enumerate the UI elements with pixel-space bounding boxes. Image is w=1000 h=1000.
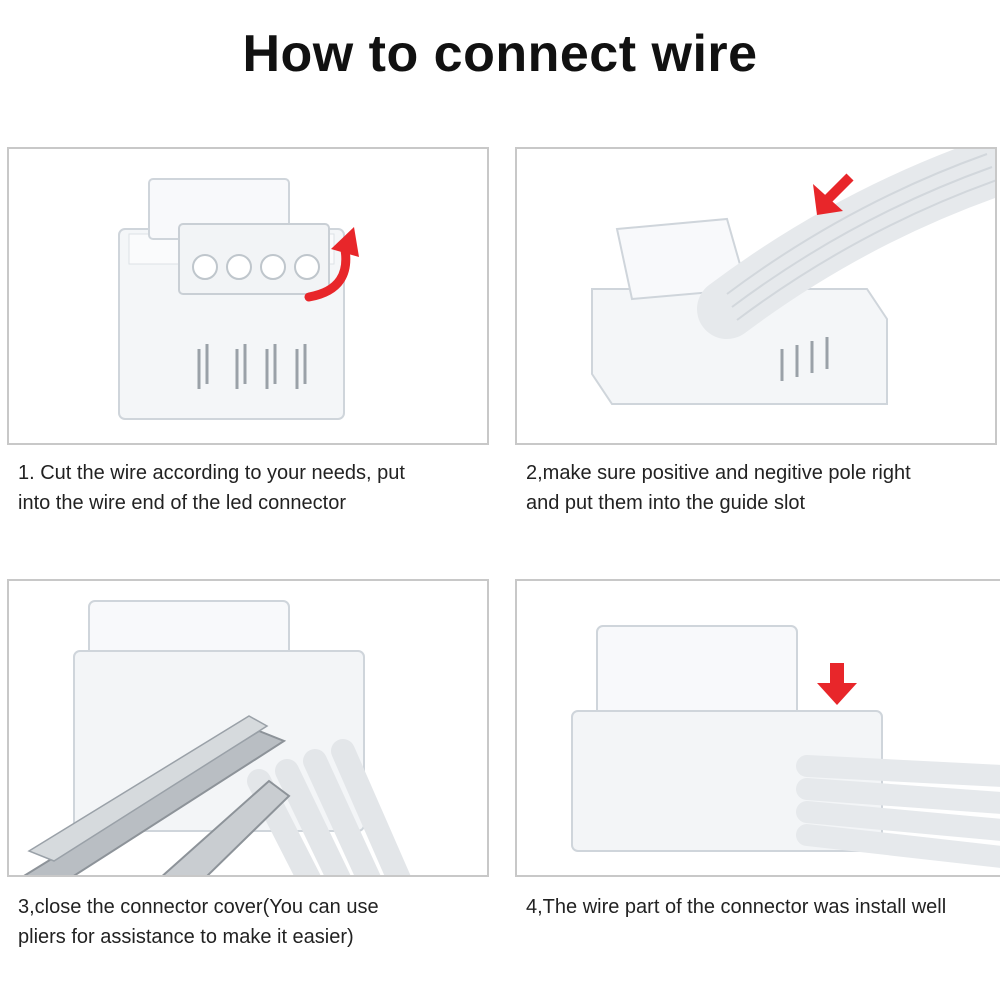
step-1-caption: 1. Cut the wire according to your needs,… <box>18 458 405 518</box>
step-3-line-1: 3,close the connector cover(You can use <box>18 896 379 918</box>
step-4-caption: 4,The wire part of the connector was ins… <box>526 892 946 922</box>
step-2-caption: 2,make sure positive and negitive pole r… <box>526 458 911 518</box>
step-3-line-2: pliers for assistance to make it easier) <box>18 926 354 948</box>
step-2-line-2: and put them into the guide slot <box>526 492 806 514</box>
step-2-line-1: 2,make sure positive and negitive pole r… <box>526 462 911 484</box>
step-4-image <box>515 579 1000 877</box>
step-3-image <box>7 579 489 877</box>
step-4-line-1: 4,The wire part of the connector was ins… <box>526 896 947 918</box>
step-1-line-2: into the wire end of the led connector <box>18 492 346 514</box>
page-title: How to connect wire <box>242 25 758 83</box>
step-1-line-1: 1. Cut the wire according to your needs,… <box>18 462 405 484</box>
step-1-image <box>7 147 489 445</box>
step-3-caption: 3,close the connector cover(You can use … <box>18 892 379 952</box>
step-2-image <box>515 147 997 445</box>
